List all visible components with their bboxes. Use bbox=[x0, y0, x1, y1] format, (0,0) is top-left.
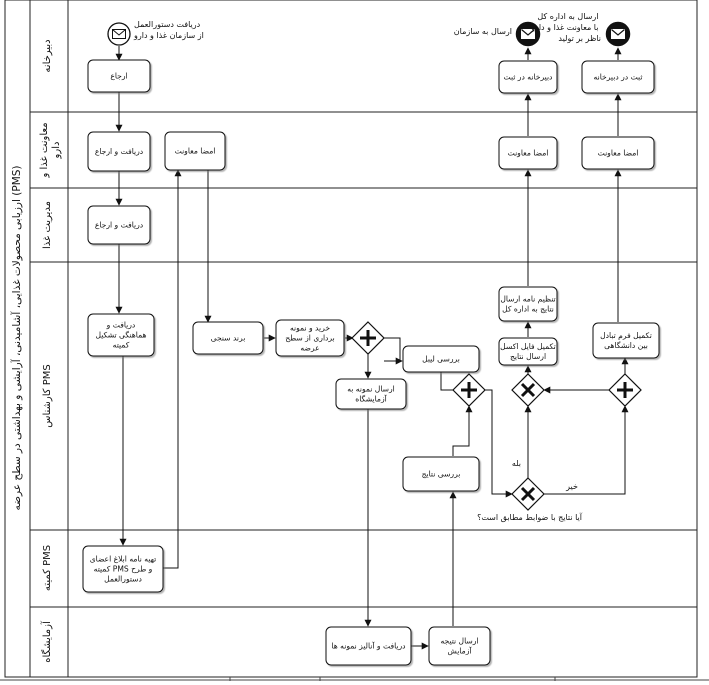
lane-label-pms-committee: کمیته PMS bbox=[42, 545, 53, 591]
envelope-icon bbox=[521, 29, 535, 39]
parallel-gateway-right bbox=[608, 373, 642, 407]
task-label-review: بررسی لیبل bbox=[402, 345, 480, 373]
task-label: دریافت و ارجاع bbox=[95, 221, 143, 230]
envelope-icon bbox=[112, 29, 126, 39]
task-deputy-sign-2: امضا معاونت bbox=[498, 136, 558, 170]
flow-notice-to-sign bbox=[163, 169, 182, 569]
task-refer: ارجاع bbox=[87, 59, 151, 93]
flow-gw1-to-label bbox=[383, 337, 402, 362]
flow-review-to-gw2 bbox=[452, 405, 473, 456]
lane-label-deputy: معاونت غذا ودارو bbox=[39, 122, 62, 178]
lane-dividers bbox=[30, 111, 697, 608]
flow-gw2-to-decision bbox=[484, 389, 513, 498]
task-label: بررسی لیبل bbox=[422, 355, 460, 364]
end-event-general-label: ارسال به اداره کل با معاونت غذا و دارو ن… bbox=[530, 12, 601, 43]
parallel-gateway-join bbox=[452, 373, 486, 407]
page-ruler bbox=[0, 677, 709, 681]
lane-label-secretariat: دبیرخانه bbox=[42, 39, 53, 72]
end-message-event-org bbox=[515, 21, 541, 47]
exclusive-gateway-decision bbox=[511, 477, 545, 511]
tasks-group: ارجاع دریافت و ارجاع امضا معاونت دریافت و ا… bbox=[82, 59, 660, 666]
end-message-event-general bbox=[605, 21, 631, 47]
exclusive-gateway-merge bbox=[511, 373, 545, 407]
pool-title: ارزیابی محصولات غذایی، آشامیدنی، آرایشی … bbox=[10, 165, 23, 510]
task-receive-refer-deputy: دریافت و ارجاع bbox=[87, 131, 151, 172]
task-label: ارجاع bbox=[110, 72, 127, 81]
end-event-org-label: ارسال به سازمان bbox=[454, 27, 512, 36]
task-label: دبیرخانه در ثبت bbox=[504, 73, 553, 82]
pool-frame bbox=[4, 0, 698, 678]
task-brand: برند سنجی bbox=[192, 321, 264, 355]
task-label: برند سنجی bbox=[211, 334, 246, 343]
parallel-gateway-split bbox=[351, 321, 385, 355]
task-label: امضا معاونت bbox=[508, 149, 549, 158]
task-label: بررسی نتایج bbox=[422, 470, 461, 479]
task-label: امضا معاونت bbox=[175, 147, 216, 156]
task-label: دریافت و ارجاع bbox=[95, 147, 143, 156]
task-lab-analysis: دریافت و آنالیز نمونه ها bbox=[325, 626, 412, 666]
gateway-yes-label: بله bbox=[512, 459, 521, 468]
task-receive-refer-food: دریافت و ارجاع bbox=[87, 205, 151, 245]
task-deputy-sign-1: امضا معاونت bbox=[164, 131, 226, 171]
task-secretariat-reg-2: ثبت در دبیرخانه bbox=[581, 60, 655, 94]
envelope-icon bbox=[611, 29, 625, 39]
task-label: ثبت در دبیرخانه bbox=[594, 73, 643, 82]
task-secretariat-reg-1: دبیرخانه در ثبت bbox=[498, 60, 558, 94]
lane-label-lab: آزمایشگاه bbox=[40, 620, 53, 663]
lane-label-food-mgmt: مدیریت غذا bbox=[42, 201, 53, 249]
gateways bbox=[351, 321, 642, 511]
task-label: دریافت و آنالیز نمونه ها bbox=[331, 641, 405, 651]
task-review-results: بررسی نتایج bbox=[402, 456, 480, 492]
gateway-no-label: خیر bbox=[565, 482, 578, 491]
task-deputy-sign-3: امضا معاونت bbox=[581, 136, 655, 170]
task-label: امضا معاونت bbox=[598, 149, 639, 158]
gateway-question-label: آیا نتایج با ضوابط مطابق است؟ bbox=[477, 512, 583, 522]
start-event-label: دریافت دستورالعمل از سازمان غذا و دارو bbox=[133, 20, 204, 40]
flow-decision-no bbox=[544, 405, 629, 495]
start-message-event bbox=[107, 22, 131, 46]
lane-label-pms-expert: کارشناس PMS bbox=[42, 364, 53, 427]
